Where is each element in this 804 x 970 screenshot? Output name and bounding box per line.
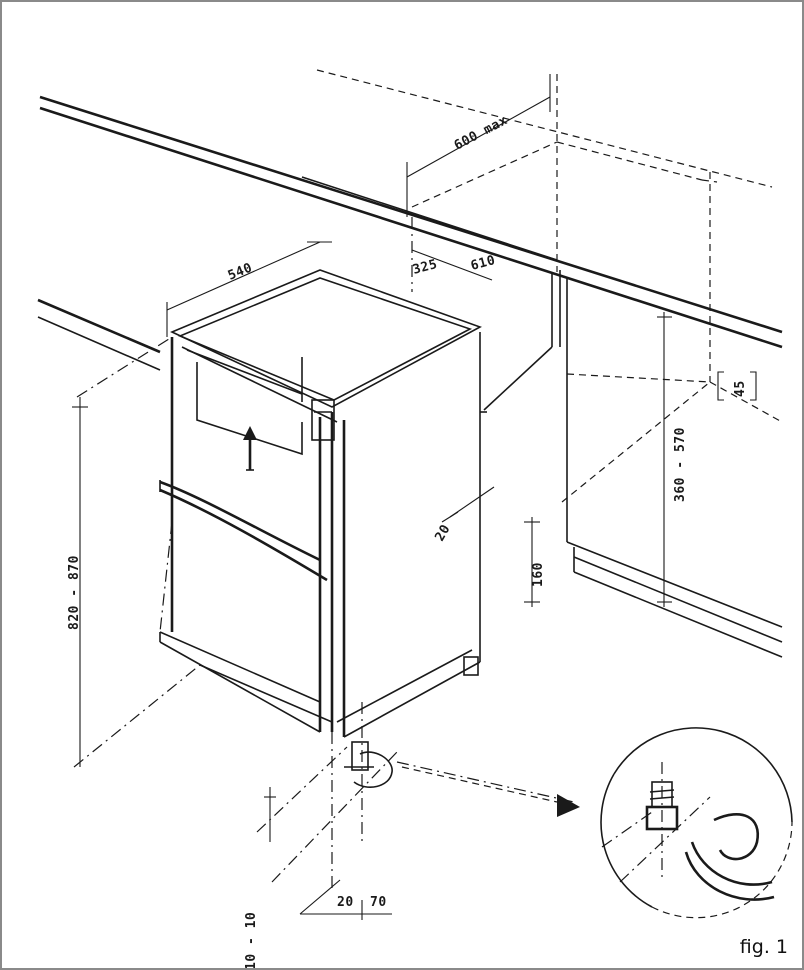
label-offset-right: 610 (469, 253, 497, 274)
label-foot-height: 10 - 10 (244, 912, 259, 968)
dimension-labels: 600 max 540 325 610 360 - 570 20 160 820… (67, 113, 748, 968)
label-width: 540 (226, 260, 255, 283)
label-gap: 20 (432, 522, 453, 544)
label-offset-left: 325 (411, 257, 439, 278)
label-bottom-b: 70 (370, 895, 387, 910)
left-counter (37, 298, 161, 371)
appliance-body (159, 269, 482, 788)
label-side-height: 820 - 870 (67, 555, 82, 630)
construction-lines (73, 217, 575, 892)
niche-outline (316, 69, 783, 658)
label-vent: 45 (733, 380, 748, 397)
figure-label: fig. 1 (739, 936, 788, 958)
countertop (39, 95, 783, 349)
label-bottom-a: 20 (337, 895, 354, 910)
label-right-height: 360 - 570 (673, 427, 688, 502)
label-depth-top: 600 max (452, 113, 511, 154)
foot-detail-callout (401, 727, 793, 919)
dimension-lines (72, 74, 757, 920)
label-base: 160 (531, 562, 546, 587)
